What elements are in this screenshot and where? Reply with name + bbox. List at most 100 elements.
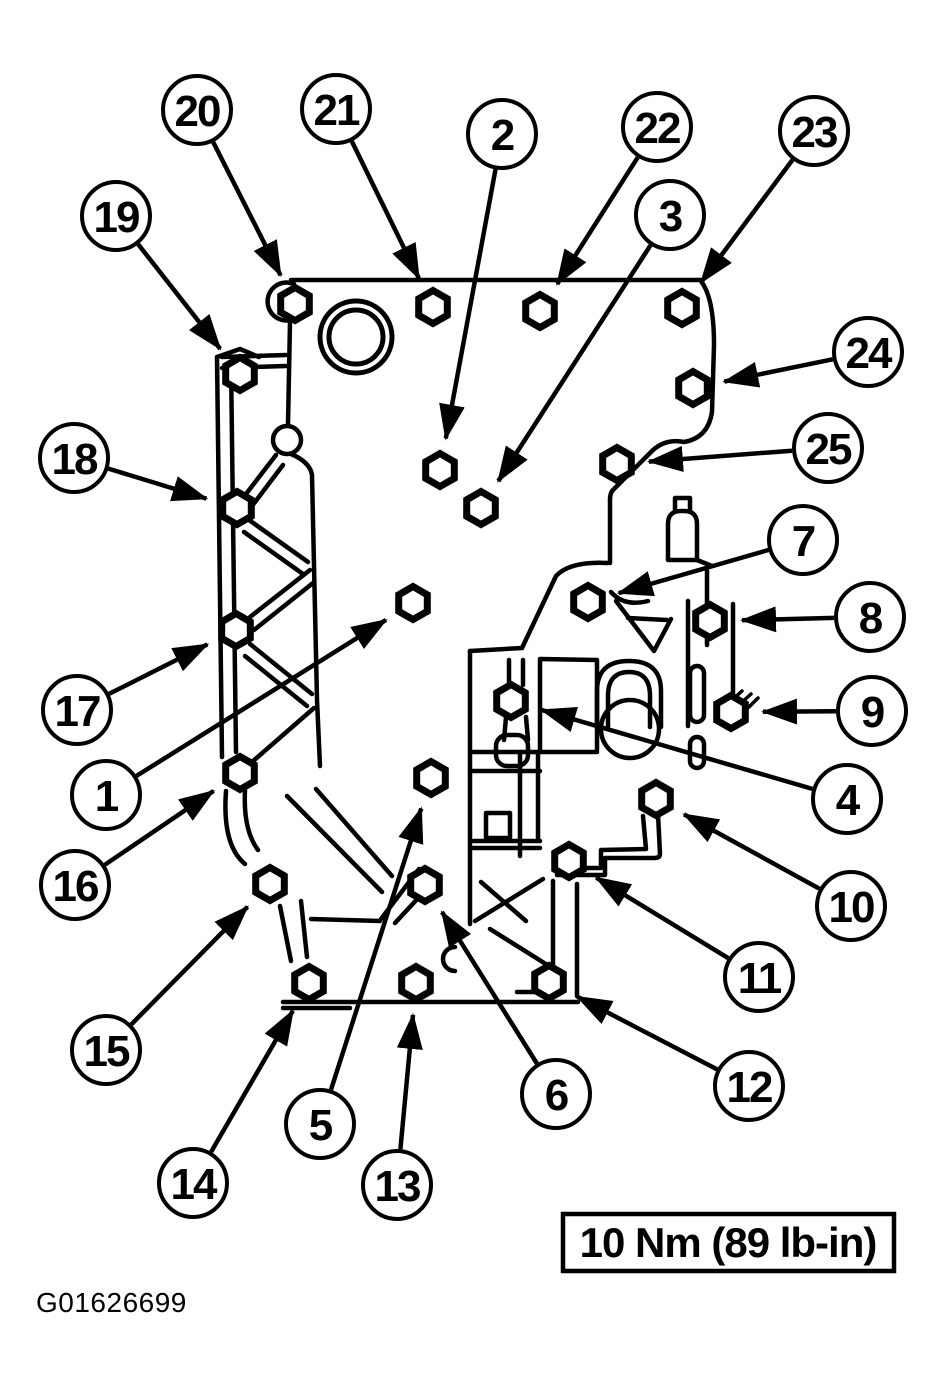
callout-number-7: 7 xyxy=(792,517,815,566)
callout-number-17: 17 xyxy=(55,687,100,736)
callout-circle-16 xyxy=(39,849,111,921)
leader-arrow-10 xyxy=(682,812,821,891)
callout-number-25: 25 xyxy=(806,425,852,474)
figure-id-label: G01626699 xyxy=(36,1287,187,1318)
callout-7: 7 xyxy=(767,504,839,576)
callout-number-5: 5 xyxy=(309,1101,333,1150)
hex-bolt-icon-24 xyxy=(675,367,711,409)
valve-body-line xyxy=(501,657,531,743)
leader-arrow-17 xyxy=(108,642,210,696)
hex-bolt-icon-6 xyxy=(407,864,443,906)
hex-bolt-icon-20 xyxy=(277,283,313,325)
callout-number-16: 16 xyxy=(53,862,98,911)
torque-spec-border xyxy=(560,1211,897,1274)
valve-body-line xyxy=(613,598,674,654)
bolt-symbols xyxy=(218,283,749,1004)
leader-arrow-18 xyxy=(107,466,209,502)
callout-16: 16 xyxy=(39,849,111,921)
hex-bolt-icon-17 xyxy=(218,609,254,651)
valve-body-line xyxy=(265,280,297,323)
callout-24: 24 xyxy=(832,316,904,388)
callout-number-13: 13 xyxy=(375,1162,420,1211)
callout-18: 18 xyxy=(38,422,110,494)
callout-number-4: 4 xyxy=(836,776,861,825)
valve-body-line xyxy=(519,560,611,651)
callout-circle-12 xyxy=(713,1050,785,1122)
valve-body-line xyxy=(249,705,317,765)
callout-circle-2 xyxy=(466,98,538,170)
callout-circle-25 xyxy=(792,412,864,484)
callout-number-9: 9 xyxy=(861,688,884,737)
callout-number-10: 10 xyxy=(829,883,874,932)
valve-body-line xyxy=(672,495,693,514)
hex-bolt-icon-2 xyxy=(422,449,458,491)
callout-13: 13 xyxy=(361,1149,433,1221)
callout-6: 6 xyxy=(520,1058,592,1130)
callout-3: 3 xyxy=(634,179,706,251)
callout-circle-24 xyxy=(832,316,904,388)
valve-body-line xyxy=(243,452,286,509)
valve-body-line xyxy=(605,669,653,730)
callout-circle-17 xyxy=(41,674,113,746)
hex-bolt-icon-9 xyxy=(713,691,749,733)
callout-4: 4 xyxy=(811,763,883,835)
hex-bolt-icon-5 xyxy=(413,757,449,799)
leader-arrow-6 xyxy=(440,910,539,1065)
callout-circle-7 xyxy=(767,504,839,576)
leader-arrow-12 xyxy=(575,994,719,1072)
callout-2: 2 xyxy=(466,98,538,170)
hex-bolt-icon-18 xyxy=(219,487,255,529)
hex-bolt-icon-4 xyxy=(493,680,529,722)
callout-number-6: 6 xyxy=(545,1071,568,1120)
hex-bolt-icon-23 xyxy=(664,287,700,329)
leader-arrow-7 xyxy=(616,547,770,597)
valve-body-line xyxy=(308,916,383,924)
callout-circle-3 xyxy=(634,179,706,251)
hex-bolt-icon-22 xyxy=(522,290,558,332)
valve-body-line xyxy=(472,876,552,969)
callout-circle-13 xyxy=(361,1149,433,1221)
callout-number-8: 8 xyxy=(859,594,883,643)
callout-number-12: 12 xyxy=(727,1063,772,1112)
valve-body-line xyxy=(608,589,651,605)
callout-number-23: 23 xyxy=(792,108,837,157)
hex-bolt-icon-19 xyxy=(222,353,258,395)
leader-arrow-22 xyxy=(555,156,640,286)
callout-number-18: 18 xyxy=(52,435,98,484)
callout-10: 10 xyxy=(815,870,887,942)
leader-arrow-13 xyxy=(396,1012,423,1150)
hex-bolt-icon-8 xyxy=(692,600,728,642)
callout-21: 21 xyxy=(300,73,372,145)
callout-11: 11 xyxy=(723,941,795,1013)
torque-spec-label: 10 Nm (89 lb-in) xyxy=(580,1219,877,1266)
callout-circle-21 xyxy=(300,73,372,145)
callout-1: 1 xyxy=(70,759,142,831)
valve-body-line xyxy=(537,656,600,753)
hex-bolt-icon-21 xyxy=(415,286,451,328)
hex-bolt-icon-14 xyxy=(291,962,327,1004)
callout-number-14: 14 xyxy=(171,1160,218,1209)
valve-body-line xyxy=(242,787,261,853)
valve-body-line xyxy=(228,359,239,755)
callout-15: 15 xyxy=(70,1014,142,1086)
callout-25: 25 xyxy=(792,412,864,484)
callout-9: 9 xyxy=(836,675,908,747)
valve-body-line xyxy=(284,786,395,895)
hex-bolt-icon-15 xyxy=(252,863,288,905)
leader-arrows xyxy=(103,140,837,1154)
callout-circle-8 xyxy=(834,581,906,653)
leader-arrow-25 xyxy=(646,446,793,472)
valve-body-line xyxy=(223,788,248,867)
callout-circle-20 xyxy=(161,74,233,146)
valve-body-line xyxy=(440,944,458,974)
leader-arrow-24 xyxy=(722,357,834,388)
leader-arrow-16 xyxy=(103,789,216,867)
leader-arrow-14 xyxy=(209,1008,295,1154)
callout-number-2: 2 xyxy=(491,111,514,160)
leader-arrow-20 xyxy=(211,141,283,278)
callout-circle-14 xyxy=(157,1147,229,1219)
hex-bolt-icon-10 xyxy=(638,778,674,820)
callout-circle-10 xyxy=(815,870,887,942)
leader-arrow-21 xyxy=(349,140,421,281)
